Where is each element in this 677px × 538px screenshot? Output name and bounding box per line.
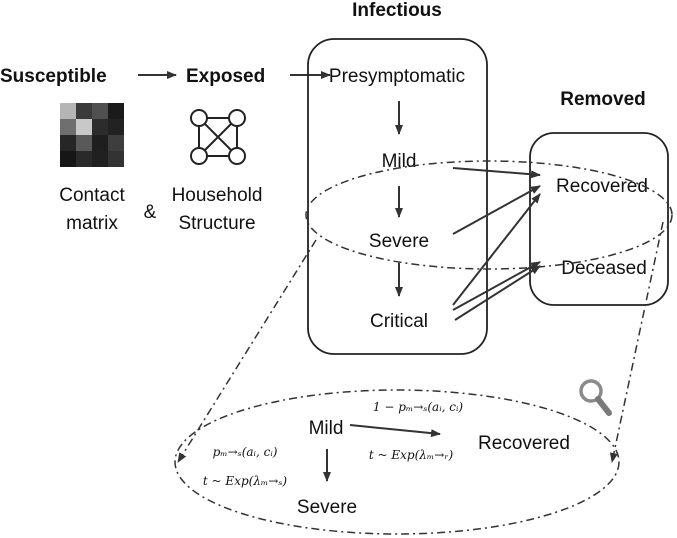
arrow-severe-recovered — [452, 185, 541, 235]
zoom-recovered: Recovered — [478, 433, 570, 454]
zoom-arrow-mild-recovered — [349, 424, 441, 438]
matrix-cell — [108, 119, 124, 135]
arrow-critical-deceased — [454, 265, 541, 321]
matrix-cell — [108, 151, 124, 167]
arrow-critical-recovered — [452, 193, 541, 306]
stage-exposed: Exposed — [186, 66, 265, 87]
matrix-cell — [60, 135, 76, 151]
arrow-mild-recovered — [452, 167, 541, 179]
zoom-prob-recover: 1 − pₘ→ₛ(aᵢ, cᵢ) — [373, 400, 463, 414]
zoom-severe: Severe — [297, 497, 357, 518]
matrix-cell — [92, 119, 108, 135]
household-label-1: Household — [172, 185, 263, 206]
household-graph-icon — [190, 109, 246, 165]
state-deceased: Deceased — [561, 258, 647, 279]
matrix-cell — [76, 119, 92, 135]
matrix-cell — [108, 103, 124, 119]
zoom-time-recover: t ~ Exp(λₘ→ᵣ) — [369, 448, 454, 462]
stage-removed: Removed — [560, 89, 646, 110]
contact-matrix-label-2: matrix — [66, 213, 118, 234]
stage-infectious: Infectious — [352, 0, 442, 21]
contact-matrix-heatmap — [60, 103, 124, 167]
highlight-ellipse — [305, 160, 673, 270]
household-label-2: Structure — [178, 213, 255, 234]
zoom-mild: Mild — [309, 418, 344, 439]
magnifier-icon — [579, 379, 612, 416]
ampersand-label: & — [144, 202, 157, 223]
zoom-time-severe: t ~ Exp(λₘ→ₛ) — [203, 474, 287, 488]
matrix-cell — [60, 119, 76, 135]
matrix-cell — [92, 151, 108, 167]
zoom-projection-left — [177, 239, 317, 463]
matrix-cell — [108, 135, 124, 151]
matrix-cell — [60, 151, 76, 167]
state-critical: Critical — [370, 311, 428, 332]
matrix-cell — [92, 103, 108, 119]
matrix-cell — [92, 135, 108, 151]
state-recovered: Recovered — [556, 176, 648, 197]
removed-box — [529, 132, 669, 306]
infectious-box — [307, 38, 488, 355]
stage-susceptible: Susceptible — [0, 66, 107, 87]
matrix-cell — [60, 103, 76, 119]
state-mild: Mild — [382, 151, 417, 172]
matrix-cell — [76, 103, 92, 119]
matrix-cell — [76, 151, 92, 167]
state-presymptomatic: Presymptomatic — [329, 66, 465, 87]
arrow-severe-deceased — [452, 261, 541, 311]
zoom-prob-severe: pₘ→ₛ(aᵢ, cᵢ) — [213, 445, 278, 459]
state-severe: Severe — [369, 231, 429, 252]
zoom-ellipse — [174, 389, 620, 535]
matrix-cell — [76, 135, 92, 151]
contact-matrix-label-1: Contact — [59, 185, 125, 206]
zoom-projection-right — [609, 221, 664, 463]
